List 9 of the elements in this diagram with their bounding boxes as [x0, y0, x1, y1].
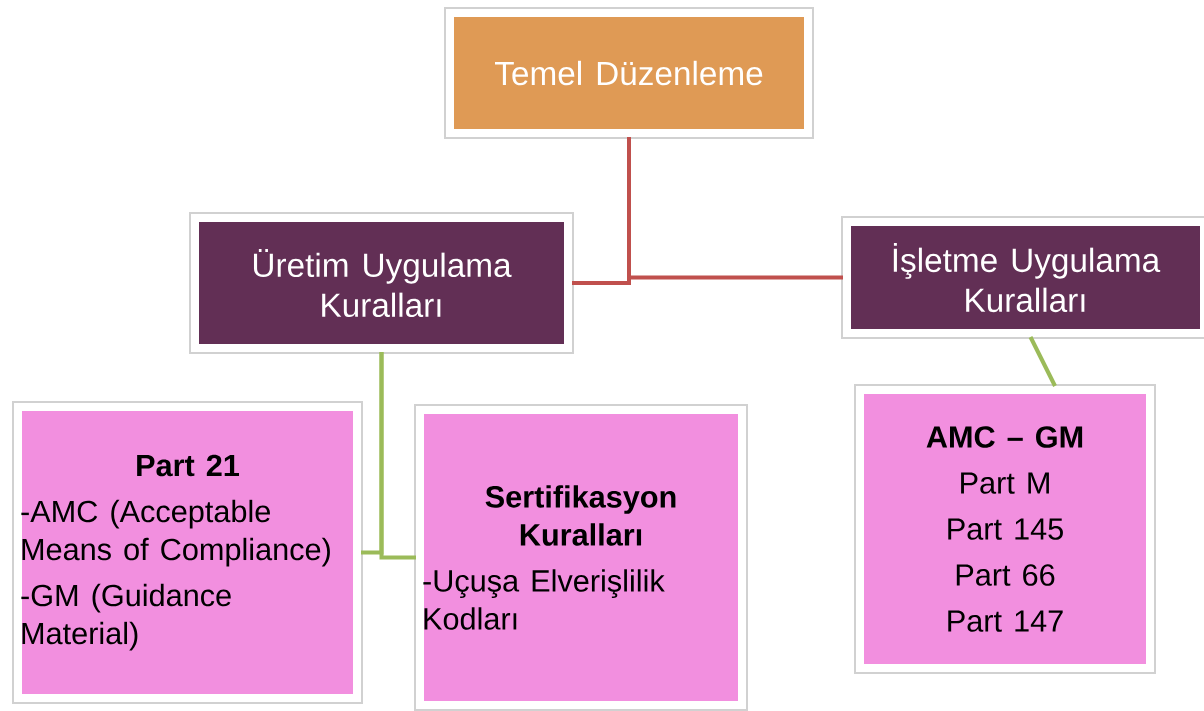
- connector-line: [627, 137, 843, 280]
- heading-box: Temel Düzenleme: [444, 7, 814, 139]
- category-box: Üretim Uygulama Kuralları: [189, 212, 574, 354]
- category-box: İşletme Uygulama Kuralları: [841, 216, 1204, 339]
- content-box: Part 21 -AMC (Acceptable Means of Compliance) -GM (Guidance Material): [12, 401, 363, 704]
- connector-line: [379, 352, 416, 560]
- connector-line: [1028, 336, 1057, 387]
- content-box: Sertifikasyon Kuralları -Uçuşa Elverişlilik Kodları: [414, 404, 748, 711]
- content-box: AMC – GM Part M Part 145 Part 66 Part 147: [854, 384, 1156, 674]
